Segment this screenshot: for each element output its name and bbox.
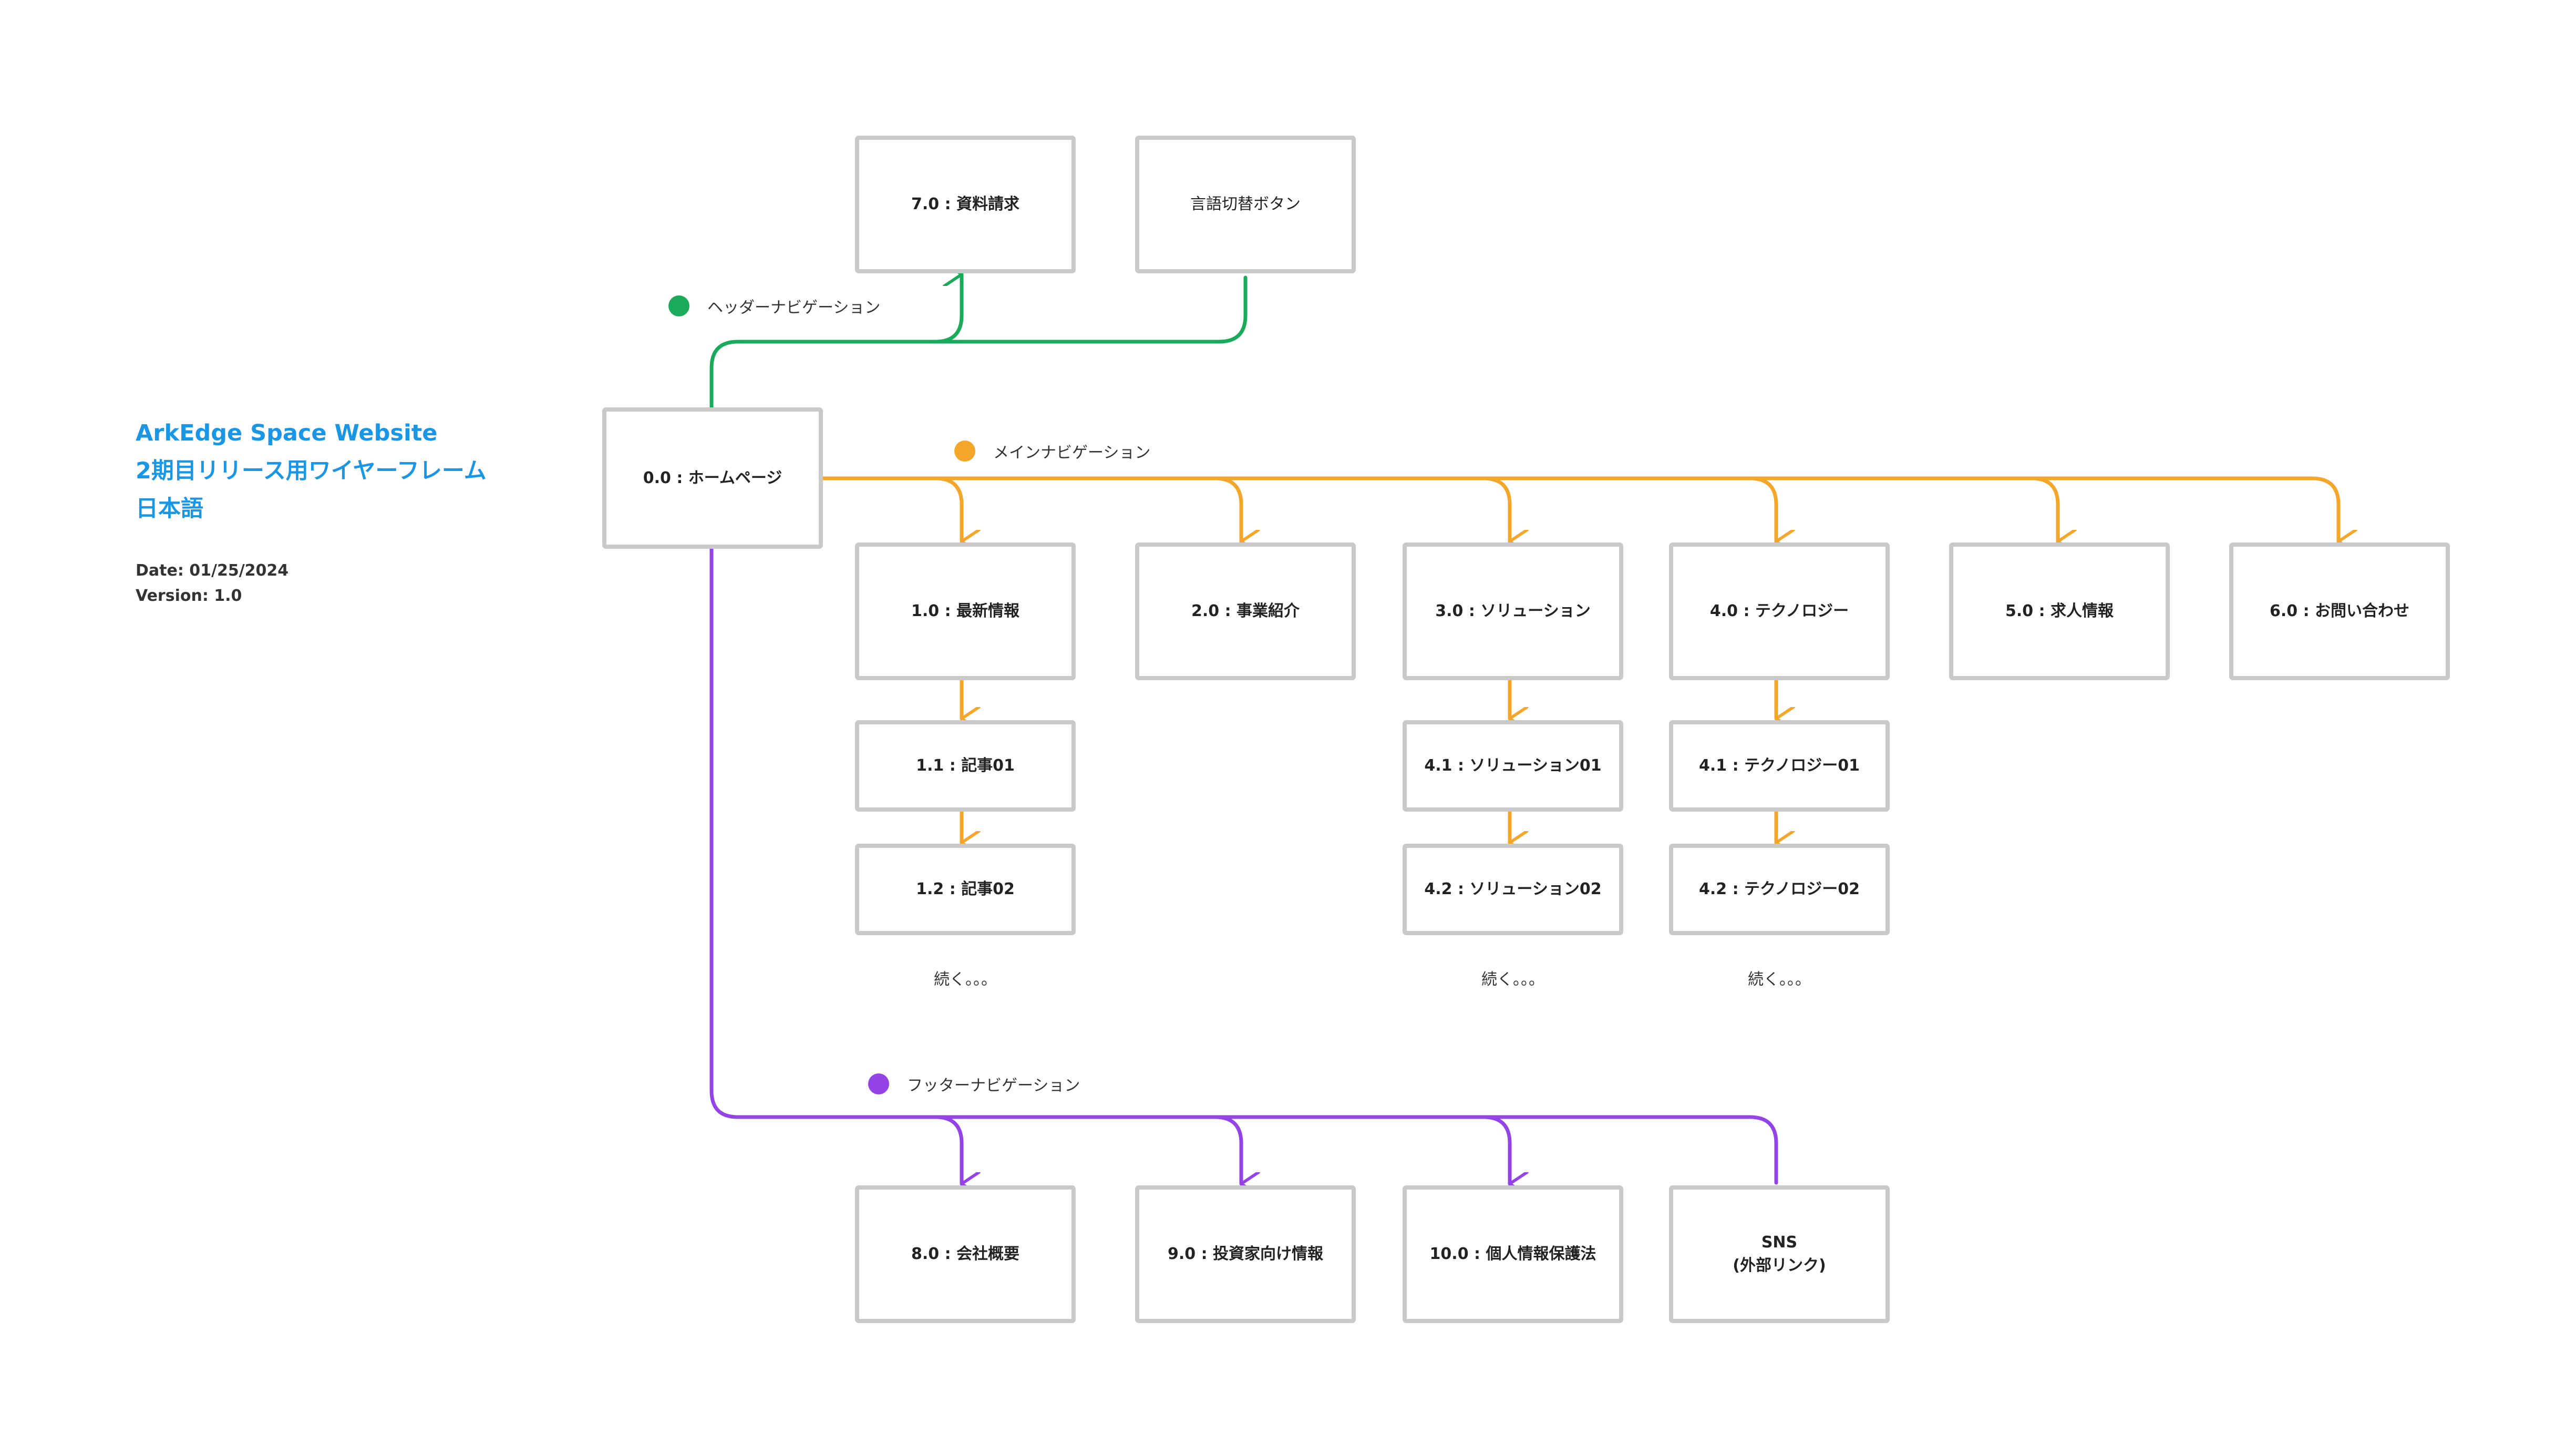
node-material-request: 7.0 : 資料請求 (855, 136, 1076, 273)
node-investors-label: 9.0 : 投資家向け情報 (1167, 1245, 1324, 1263)
title-block: ArkEdge Space Website 2期目リリース用ワイヤーフレーム 日… (136, 414, 487, 609)
legend-header-nav-label: ヘッダーナビゲーション (707, 299, 881, 317)
node-article01-label: 1.1 : 記事01 (916, 756, 1015, 775)
node-article01: 1.1 : 記事01 (855, 720, 1076, 812)
main-trunk-line (819, 476, 2338, 541)
node-privacy: 10.0 : 個人情報保護法 (1403, 1185, 1623, 1323)
header-arrow-material (933, 274, 964, 344)
node-technology01-label: 4.1 : テクノロジー01 (1699, 756, 1860, 775)
legend-main-nav-label: メインナビゲーション (993, 444, 1151, 462)
node-solution02: 4.2 : ソリューション02 (1403, 844, 1623, 935)
footer-arrow-company (933, 1115, 962, 1184)
node-news: 1.0 : 最新情報 (855, 542, 1076, 680)
version-text: Version: 1.0 (136, 587, 242, 605)
header-nav-lines (709, 274, 1248, 409)
node-privacy-label: 10.0 : 個人情報保護法 (1429, 1245, 1596, 1263)
node-careers: 5.0 : 求人情報 (1949, 542, 2170, 680)
footer-nav-dot (868, 1073, 889, 1094)
node-solution01: 4.1 : ソリューション01 (1403, 720, 1623, 812)
node-language-switch: 言語切替ボタン (1135, 136, 1356, 273)
node-careers-label: 5.0 : 求人情報 (2005, 602, 2114, 620)
project-subtitle: 2期目リリース用ワイヤーフレーム (136, 458, 487, 484)
main-nav-dot (954, 441, 975, 462)
technology-continued-text: 続く。。。 (1748, 970, 1811, 989)
news-continued-text: 続く。。。 (934, 970, 997, 989)
node-sns: SNS (外部リンク) (1669, 1185, 1890, 1323)
footer-trunk-line (709, 547, 1778, 1185)
node-home-label: 0.0 : ホームページ (643, 468, 782, 487)
footer-arrow-privacy (1481, 1115, 1510, 1184)
node-article02-label: 1.2 : 記事02 (916, 880, 1015, 898)
project-language: 日本語 (136, 496, 203, 522)
node-news-label: 1.0 : 最新情報 (911, 602, 1020, 620)
node-investors: 9.0 : 投資家向け情報 (1135, 1185, 1356, 1323)
node-business: 2.0 : 事業紹介 (1135, 542, 1356, 680)
node-technology-label: 4.0 : テクノロジー (1709, 602, 1849, 620)
node-material-request-label: 7.0 : 資料請求 (911, 195, 1020, 213)
main-arrow-solution (1481, 476, 1510, 541)
main-arrow-careers (2029, 476, 2058, 541)
main-arrow-technology (1748, 476, 1776, 541)
node-solution02-label: 4.2 : ソリューション02 (1424, 880, 1602, 898)
node-contact-label: 6.0 : お問い合わせ (2269, 602, 2410, 620)
node-sns-label: SNS (外部リンク) (1733, 1233, 1826, 1275)
node-solution: 3.0 : ソリューション (1403, 542, 1623, 680)
footer-arrow-investors (1213, 1115, 1241, 1184)
node-technology: 4.0 : テクノロジー (1669, 542, 1890, 680)
main-arrow-business (1213, 476, 1241, 541)
node-technology02: 4.2 : テクノロジー02 (1669, 844, 1890, 935)
legend-main-nav: メインナビゲーション (954, 439, 1150, 463)
node-company-label: 8.0 : 会社概要 (911, 1245, 1020, 1263)
node-business-label: 2.0 : 事業紹介 (1191, 602, 1300, 620)
footer-nav-lines (709, 547, 1778, 1185)
date-text: Date: 01/25/2024 (136, 561, 289, 580)
node-company: 8.0 : 会社概要 (855, 1185, 1076, 1323)
legend-header-nav: ヘッダーナビゲーション (668, 294, 880, 318)
header-trunk-line (709, 275, 1248, 409)
node-contact: 6.0 : お問い合わせ (2229, 542, 2450, 680)
node-solution01-label: 4.1 : ソリューション01 (1424, 756, 1602, 775)
solution-continued-text: 続く。。。 (1481, 970, 1544, 989)
node-home: 0.0 : ホームページ (602, 407, 823, 549)
header-nav-dot (668, 295, 689, 316)
legend-footer-nav: フッターナビゲーション (868, 1072, 1080, 1095)
node-technology01: 4.1 : テクノロジー01 (1669, 720, 1890, 812)
main-arrow-news (933, 476, 962, 541)
main-nav-lines (819, 476, 2338, 843)
node-language-switch-label: 言語切替ボタン (1190, 195, 1301, 213)
node-technology02-label: 4.2 : テクノロジー02 (1699, 880, 1860, 898)
meta-block: Date: 01/25/2024 Version: 1.0 (136, 558, 487, 609)
legend-footer-nav-label: フッターナビゲーション (907, 1077, 1080, 1095)
node-article02: 1.2 : 記事02 (855, 844, 1076, 935)
project-title: ArkEdge Space Website (136, 420, 438, 446)
node-solution-label: 3.0 : ソリューション (1435, 602, 1591, 620)
